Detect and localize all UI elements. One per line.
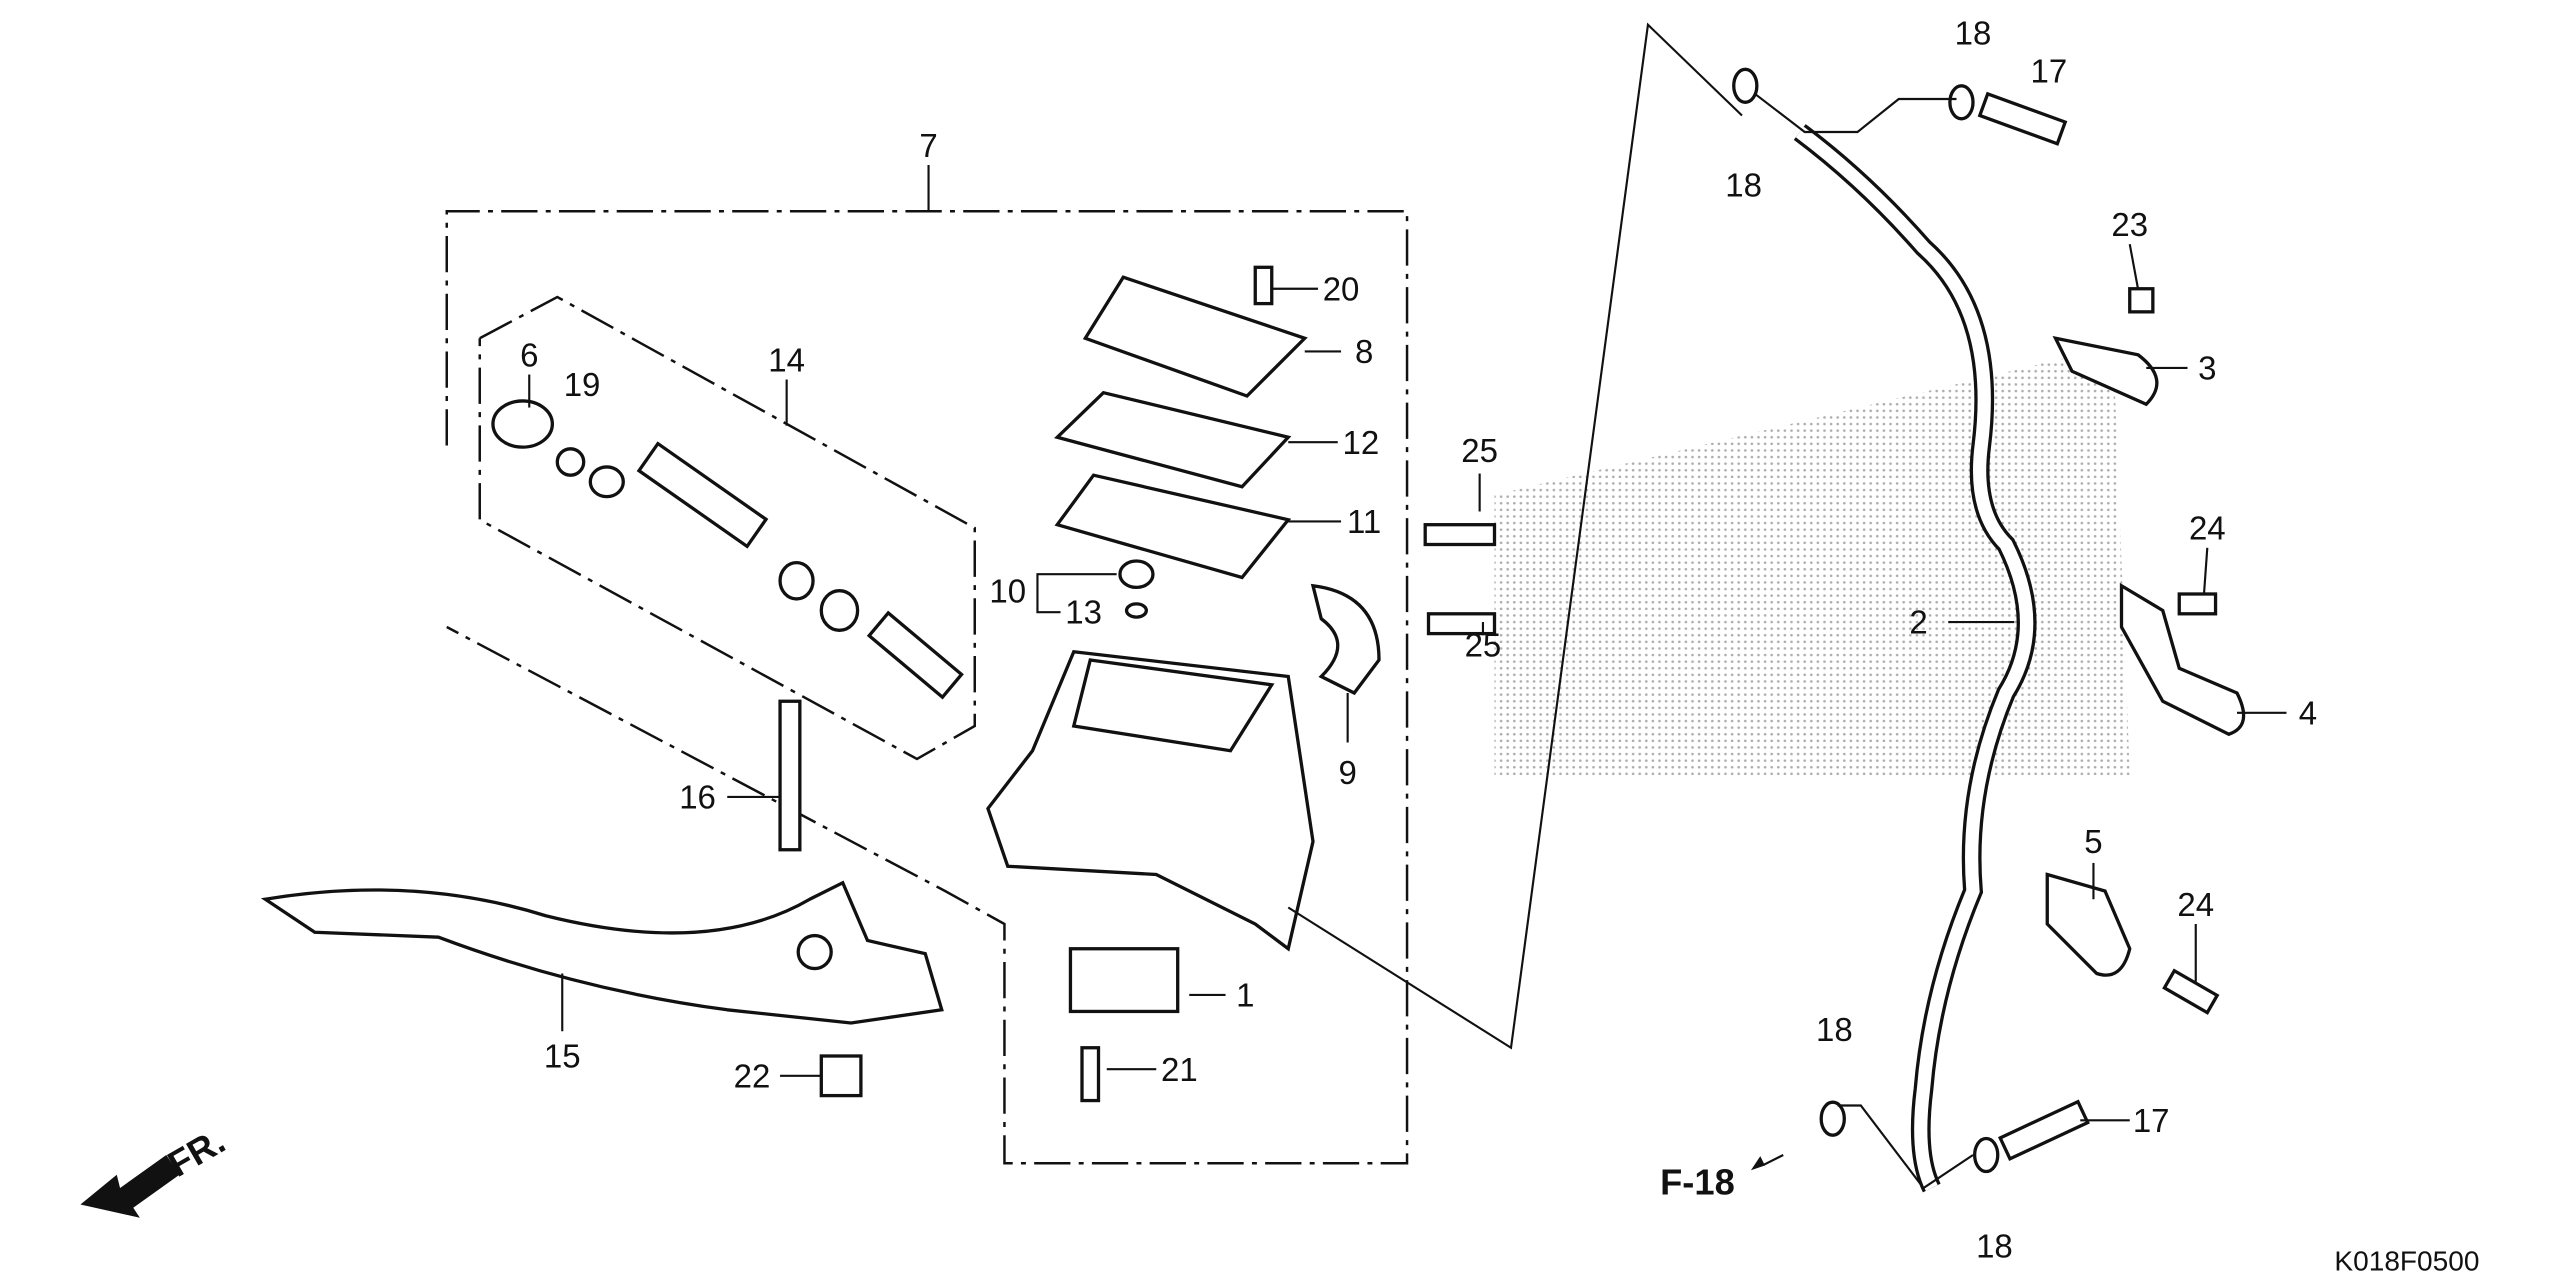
reference-f18[interactable]: F-18 [1660, 1162, 1735, 1203]
brake-lever [260, 880, 944, 1025]
callout-18-c[interactable]: 18 [1816, 1011, 1853, 1048]
front-direction-arrow: FR. [80, 1120, 232, 1218]
kit-14-boundary [478, 295, 976, 761]
bolt-25-a [1423, 523, 1497, 547]
assembly-7-boundary [445, 165, 1409, 1165]
screw-21 [1080, 1046, 1101, 1103]
callout-25-a[interactable]: 25 [1461, 432, 1498, 469]
bolt-25-b [1426, 612, 1497, 636]
callout-18-a[interactable]: 18 [1955, 15, 1992, 52]
reservoir-cap-parts [1054, 265, 1308, 619]
callout-15[interactable]: 15 [544, 1038, 581, 1075]
connector-lines [1287, 22, 1743, 1050]
callout-18-d[interactable]: 18 [1976, 1227, 2013, 1264]
callout-17-bottom[interactable]: 17 [2133, 1102, 2170, 1139]
callout-14[interactable]: 14 [768, 341, 805, 378]
callout-11[interactable]: 11 [1347, 503, 1381, 540]
callout-2[interactable]: 2 [1909, 604, 1927, 641]
callout-17-top[interactable]: 17 [2031, 53, 2068, 90]
brake-switch [1068, 947, 1180, 1014]
callout-1[interactable]: 1 [1236, 977, 1254, 1014]
callout-16[interactable]: 16 [679, 779, 716, 816]
pivot-bolt-16 [778, 699, 802, 852]
hose-clamps [2045, 287, 2246, 1015]
callout-3[interactable]: 3 [2198, 350, 2216, 387]
callout-7[interactable]: 7 [919, 127, 937, 164]
callout-24-a[interactable]: 24 [2189, 510, 2226, 547]
honda-watermark [1494, 346, 2130, 776]
callout-19[interactable]: 19 [564, 366, 601, 403]
leader-lines [528, 244, 2287, 1171]
diagram-code: K018F0500 [2334, 1246, 2479, 1277]
callout-9[interactable]: 9 [1338, 754, 1356, 791]
callout-25-b[interactable]: 25 [1465, 627, 1502, 664]
callout-12[interactable]: 12 [1342, 424, 1379, 461]
piston-parts [491, 399, 964, 700]
callout-24-b[interactable]: 24 [2177, 886, 2214, 923]
callout-4[interactable]: 4 [2299, 694, 2317, 731]
callout-6[interactable]: 6 [520, 336, 538, 373]
nut-22 [819, 1054, 863, 1098]
callout-20[interactable]: 20 [1323, 270, 1360, 307]
hose-fittings [1732, 67, 2090, 1190]
callout-23[interactable]: 23 [2111, 206, 2148, 243]
callout-labels: 1 2 3 4 5 6 7 8 9 10 11 12 13 14 15 16 1… [520, 15, 2479, 1277]
callout-22[interactable]: 22 [734, 1057, 771, 1094]
master-cylinder [986, 583, 1381, 952]
callout-18-b[interactable]: 18 [1725, 166, 1762, 203]
callout-5[interactable]: 5 [2084, 823, 2102, 860]
callout-21[interactable]: 21 [1161, 1051, 1198, 1088]
callout-13[interactable]: 13 [1065, 594, 1102, 631]
callout-10[interactable]: 10 [989, 572, 1026, 609]
callout-8[interactable]: 8 [1355, 333, 1373, 370]
